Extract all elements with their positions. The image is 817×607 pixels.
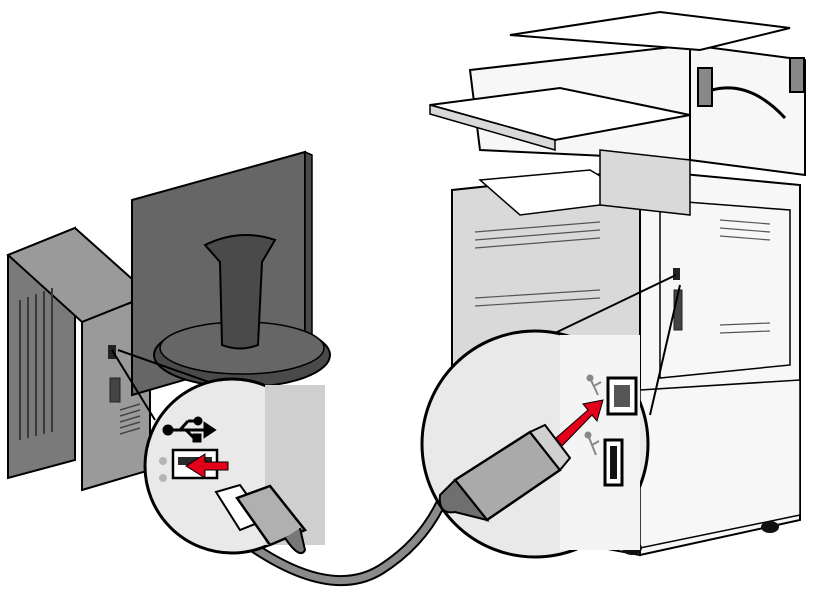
printer-wheel-right [761, 521, 779, 533]
arrow-icon-right [555, 399, 604, 447]
usb-icon [162, 416, 217, 443]
arrow-icon [185, 453, 229, 479]
scanner-column [599, 149, 691, 216]
computer-callout [111, 349, 325, 555]
printer-side-panel [659, 199, 791, 379]
tower-front-vent [119, 403, 141, 435]
usb-cable [246, 501, 444, 585]
monitor-stand [203, 234, 277, 350]
usb-icon-top [586, 374, 602, 396]
control-panel-front [429, 104, 556, 151]
monitor [131, 150, 331, 397]
callout-pointer-line-1 [111, 349, 156, 421]
fax-connectors [697, 57, 805, 120]
usb-a-plug [214, 483, 307, 554]
status-led-top [159, 457, 167, 465]
status-led-bottom [159, 474, 167, 482]
computer-tower [6, 226, 152, 492]
monitor-edge [304, 150, 313, 350]
tower-usb-port [108, 345, 121, 403]
printer-vents [474, 219, 771, 334]
printer-callout [420, 274, 681, 559]
scanner-body-right [689, 43, 806, 177]
printer-callout-line-2 [649, 284, 681, 416]
callout-right-panel [560, 335, 640, 550]
document-feeder [509, 10, 791, 52]
usb-icon-bottom [584, 431, 600, 456]
tower-vent [19, 288, 53, 440]
usb-b-plug [438, 423, 572, 522]
